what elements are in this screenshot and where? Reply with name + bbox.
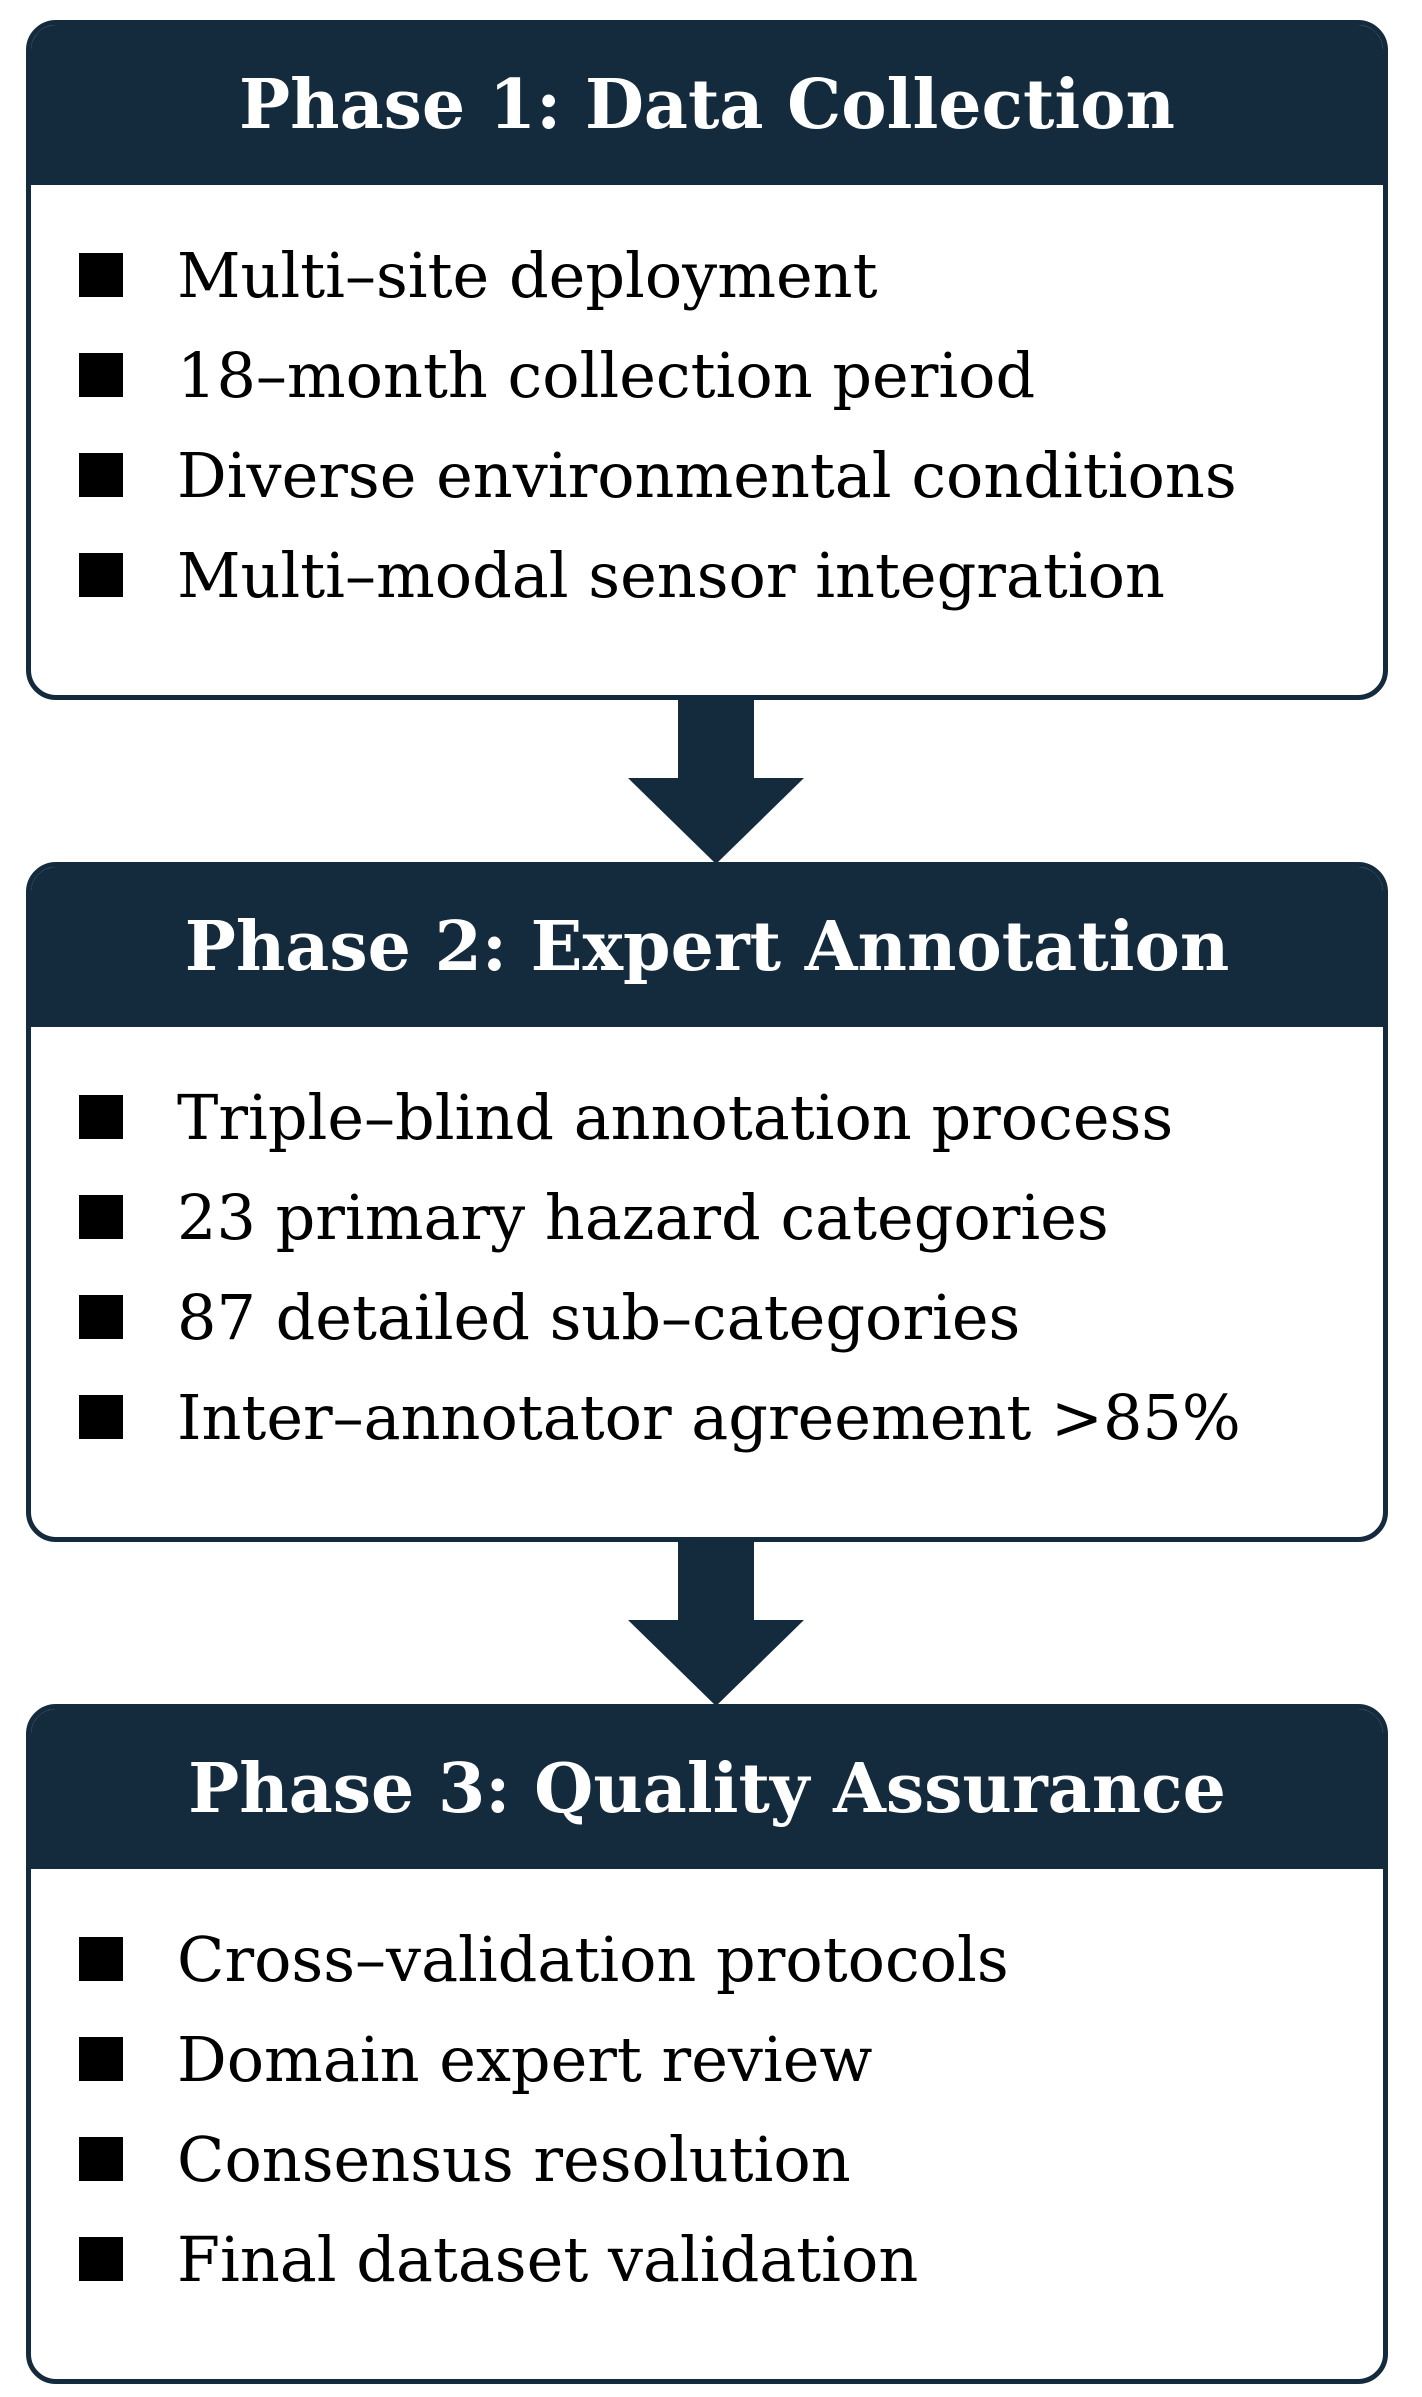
square-bullet-icon: [79, 1195, 123, 1239]
phase-1-list: Multi–site deployment 18–month collectio…: [31, 185, 1383, 625]
down-arrow-icon: [628, 1542, 804, 1706]
phase-3-title: Phase 3: Quality Assurance: [31, 1709, 1383, 1869]
list-item: Diverse environmental conditions: [79, 425, 1383, 525]
square-bullet-icon: [79, 1395, 123, 1439]
phase-3-box: Phase 3: Quality Assurance Cross–validat…: [26, 1704, 1388, 2384]
list-item: Multi–modal sensor integration: [79, 525, 1383, 625]
phase-2-list: Triple–blind annotation process 23 prima…: [31, 1027, 1383, 1467]
list-item-text: Triple–blind annotation process: [177, 1080, 1174, 1154]
list-item: Multi–site deployment: [79, 225, 1383, 325]
list-item-text: Diverse environmental conditions: [177, 438, 1237, 512]
phase-1-title: Phase 1: Data Collection: [31, 25, 1383, 185]
list-item-text: Multi–site deployment: [177, 238, 878, 312]
list-item: Final dataset validation: [79, 2209, 1383, 2309]
square-bullet-icon: [79, 1295, 123, 1339]
square-bullet-icon: [79, 553, 123, 597]
list-item-text: Consensus resolution: [177, 2122, 851, 2196]
list-item-text: Multi–modal sensor integration: [177, 538, 1165, 612]
list-item: Domain expert review: [79, 2009, 1383, 2109]
list-item-text: 87 detailed sub–categories: [177, 1280, 1021, 1354]
list-item-text: Cross–validation protocols: [177, 1922, 1009, 1996]
square-bullet-icon: [79, 2237, 123, 2281]
list-item: 18–month collection period: [79, 325, 1383, 425]
list-item: Cross–validation protocols: [79, 1909, 1383, 2009]
list-item: Consensus resolution: [79, 2109, 1383, 2209]
list-item: 87 detailed sub–categories: [79, 1267, 1383, 1367]
list-item-text: 23 primary hazard categories: [177, 1180, 1109, 1254]
list-item: Triple–blind annotation process: [79, 1067, 1383, 1167]
list-item-text: Final dataset validation: [177, 2222, 919, 2296]
list-item-text: Inter–annotator agreement >85%: [177, 1380, 1241, 1454]
down-arrow-icon: [628, 700, 804, 864]
phase-3-list: Cross–validation protocols Domain expert…: [31, 1869, 1383, 2309]
square-bullet-icon: [79, 353, 123, 397]
square-bullet-icon: [79, 1937, 123, 1981]
list-item: Inter–annotator agreement >85%: [79, 1367, 1383, 1467]
square-bullet-icon: [79, 2037, 123, 2081]
square-bullet-icon: [79, 2137, 123, 2181]
square-bullet-icon: [79, 453, 123, 497]
square-bullet-icon: [79, 253, 123, 297]
square-bullet-icon: [79, 1095, 123, 1139]
list-item-text: Domain expert review: [177, 2022, 873, 2096]
phase-2-title: Phase 2: Expert Annotation: [31, 867, 1383, 1027]
list-item: 23 primary hazard categories: [79, 1167, 1383, 1267]
list-item-text: 18–month collection period: [177, 338, 1036, 412]
phase-1-box: Phase 1: Data Collection Multi–site depl…: [26, 20, 1388, 700]
phase-2-box: Phase 2: Expert Annotation Triple–blind …: [26, 862, 1388, 1542]
